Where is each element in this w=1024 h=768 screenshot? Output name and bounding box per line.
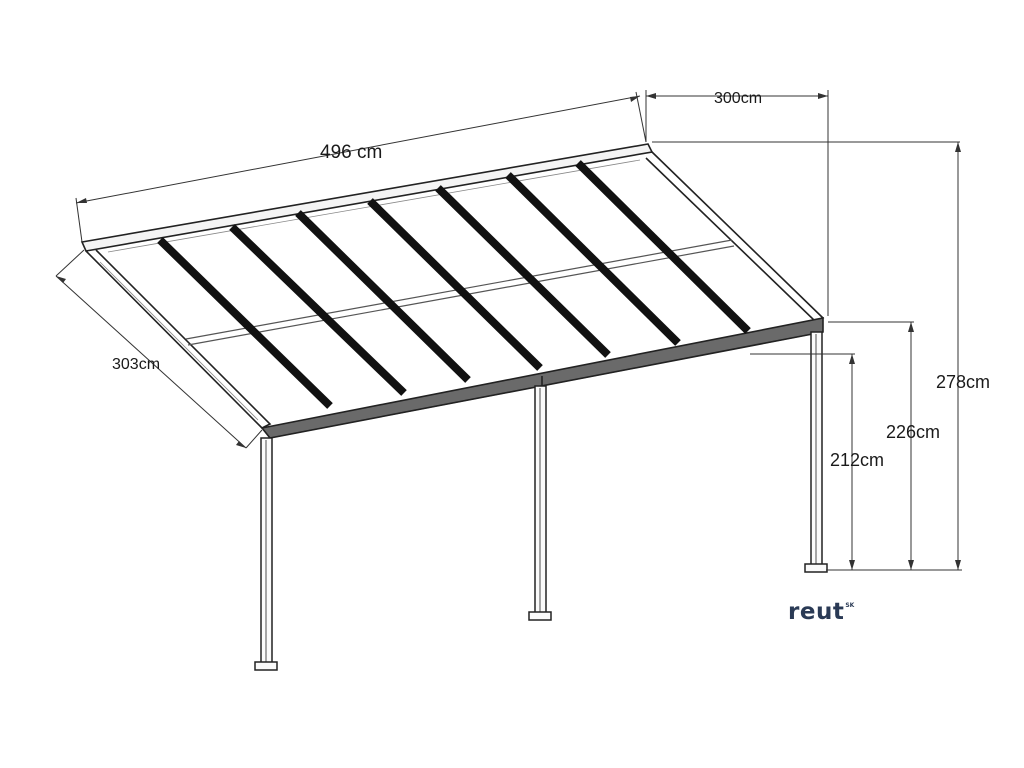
label-depth-side: 303cm	[112, 356, 160, 373]
label-width: 496 cm	[320, 142, 382, 163]
brand-superscript: SK	[845, 602, 855, 609]
post-middle	[528, 385, 552, 621]
roof-rafters	[157, 160, 751, 409]
rafter	[295, 210, 471, 383]
dimension-arrows	[56, 93, 961, 570]
rafter	[575, 160, 751, 334]
rafter	[505, 172, 681, 346]
brand-name: reut	[788, 599, 845, 625]
post-left	[254, 437, 278, 671]
rafter	[229, 224, 407, 396]
label-depth-top: 300cm	[714, 90, 762, 107]
rafter	[157, 237, 333, 409]
brand-logo: reut SK	[788, 600, 854, 624]
label-total-height: 278cm	[936, 372, 990, 392]
post-right	[804, 331, 828, 573]
roof-frame	[80, 143, 825, 439]
posts	[254, 331, 828, 671]
rafter	[367, 198, 543, 371]
rafter	[435, 185, 611, 358]
label-front-height: 226cm	[886, 422, 940, 442]
label-clear-height: 212cm	[830, 450, 884, 470]
dimension-lines	[55, 90, 962, 571]
